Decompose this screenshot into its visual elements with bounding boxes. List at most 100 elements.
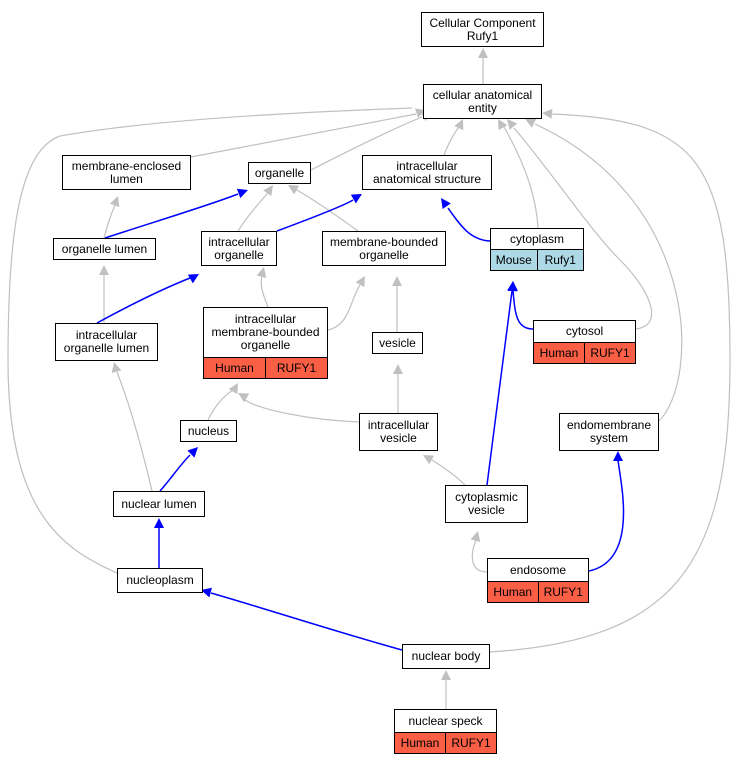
species-cell: Human <box>204 358 265 378</box>
annotation-row: Human RUFY1 <box>534 342 635 363</box>
is-a-edge <box>237 192 269 232</box>
node-label: membrane-bounded organelle <box>329 234 439 262</box>
edge-arrowhead <box>507 281 518 292</box>
node-intracellular-membrane-bounded-organelle[interactable]: intracellular membrane-bounded organelle… <box>203 307 328 379</box>
node-nuclear-speck[interactable]: nuclear speck Human RUFY1 <box>394 709 497 754</box>
node-label: intracellular membrane-bounded organelle <box>211 312 320 352</box>
node-label: nucleus <box>187 423 230 438</box>
node-cytoplasm[interactable]: cytoplasm Mouse Rufy1 <box>490 228 584 271</box>
node-endomembrane-system[interactable]: endomembrane system <box>559 413 659 451</box>
is-a-edge <box>513 127 653 330</box>
gene-cell: RUFY1 <box>265 358 327 378</box>
node-nuclear-body[interactable]: nuclear body <box>402 644 490 669</box>
edge-arrowhead <box>263 185 273 197</box>
node-vesicle[interactable]: vesicle <box>372 332 423 354</box>
node-label: cytoplasmic vesicle <box>455 490 518 517</box>
is-a-edge <box>7 107 413 574</box>
edge-arrowhead <box>201 587 212 598</box>
edge-arrowhead <box>393 364 403 374</box>
edge-arrowhead <box>441 198 451 210</box>
node-label: endosome <box>509 562 567 577</box>
is-a-edge <box>244 399 360 423</box>
node-intracellular-organelle-lumen[interactable]: intracellular organelle lumen <box>55 323 158 361</box>
node-label: cytosol <box>565 324 604 338</box>
part-of-edge <box>159 454 191 492</box>
node-label: vesicle <box>379 335 416 350</box>
node-label: intracellular organelle lumen <box>63 328 150 355</box>
node-label: organelle lumen <box>61 241 148 256</box>
node-label: cytoplasm <box>509 231 565 246</box>
gene-cell: RUFY1 <box>445 733 496 753</box>
species-cell: Human <box>534 343 584 363</box>
edge-arrowhead <box>392 276 402 286</box>
edge-arrowhead <box>238 393 250 403</box>
node-label: intracellular anatomical structure <box>372 158 482 186</box>
edge-arrowhead <box>236 188 248 199</box>
node-label: organelle <box>254 165 305 180</box>
node-nucleus[interactable]: nucleus <box>180 420 237 442</box>
node-intracellular-anatomical-structure[interactable]: intracellular anatomical structure <box>362 155 492 190</box>
node-label: intracellular organelle <box>208 234 270 262</box>
node-nuclear-lumen[interactable]: nuclear lumen <box>113 491 205 517</box>
node-membrane-bounded-organelle[interactable]: membrane-bounded organelle <box>322 231 446 266</box>
edge-arrowhead <box>187 447 198 458</box>
is-a-edge <box>116 371 153 492</box>
node-organelle-lumen[interactable]: organelle lumen <box>53 238 156 260</box>
gene-cell: Rufy1 <box>536 250 583 270</box>
node-label: cellular anatomical entity <box>432 87 533 115</box>
part-of-edge <box>486 290 513 486</box>
is-a-edge <box>207 389 234 421</box>
edge-arrowhead <box>441 670 451 680</box>
annotation-row: Human RUFY1 <box>395 732 496 753</box>
edge-arrowhead <box>498 119 508 131</box>
edge-arrowhead <box>613 451 623 461</box>
node-endosome[interactable]: endosome Human RUFY1 <box>487 558 589 603</box>
is-a-edge <box>260 275 269 308</box>
node-label: nucleoplasm <box>126 573 194 587</box>
part-of-edge <box>276 199 354 232</box>
node-organelle[interactable]: organelle <box>248 162 311 184</box>
edge-arrowhead <box>507 119 518 130</box>
edge-arrowhead <box>99 265 109 275</box>
node-cytoplasmic-vesicle[interactable]: cytoplasmic vesicle <box>445 485 528 523</box>
node-label: nuclear body <box>411 649 481 663</box>
node-cellular-anatomical-entity[interactable]: cellular anatomical entity <box>423 84 542 119</box>
edge-arrowhead <box>355 276 365 288</box>
edge-arrowhead <box>478 48 488 58</box>
edge-arrowhead <box>256 267 267 278</box>
edge-arrowhead <box>111 362 122 373</box>
edge-arrowhead <box>154 518 164 528</box>
is-a-edge <box>534 123 683 422</box>
edge-arrowhead <box>542 108 553 119</box>
edge-arrowhead <box>228 383 238 395</box>
edge-arrowhead <box>470 531 481 542</box>
edge-arrowhead <box>525 118 537 128</box>
is-a-edge <box>294 188 359 232</box>
is-a-edge <box>103 204 116 239</box>
node-label: membrane-enclosed lumen <box>71 158 182 186</box>
node-intracellular-organelle[interactable]: intracellular organelle <box>201 231 277 266</box>
part-of-edge <box>512 290 534 330</box>
is-a-edge <box>489 113 731 653</box>
gene-cell: RUFY1 <box>537 582 588 602</box>
node-membrane-enclosed-lumen[interactable]: membrane-enclosed lumen <box>62 155 191 190</box>
is-a-edge <box>503 126 539 229</box>
species-cell: Human <box>395 733 445 753</box>
annotation-row: Mouse Rufy1 <box>491 249 583 270</box>
node-cellular-component[interactable]: Cellular Component Rufy1 <box>421 12 544 47</box>
node-label: Cellular Component Rufy1 <box>429 15 536 43</box>
node-nucleoplasm[interactable]: nucleoplasm <box>117 568 203 593</box>
node-cytosol[interactable]: cytosol Human RUFY1 <box>533 320 636 364</box>
part-of-edge <box>96 277 191 324</box>
node-intracellular-vesicle[interactable]: intracellular vesicle <box>359 413 438 451</box>
edge-arrowhead <box>187 274 199 284</box>
part-of-edge <box>447 207 491 242</box>
part-of-edge <box>588 459 625 572</box>
is-a-edge <box>471 539 488 573</box>
is-a-edge <box>190 113 417 158</box>
is-a-edge <box>310 116 423 171</box>
is-a-edge <box>431 459 466 486</box>
species-cell: Human <box>488 582 538 602</box>
